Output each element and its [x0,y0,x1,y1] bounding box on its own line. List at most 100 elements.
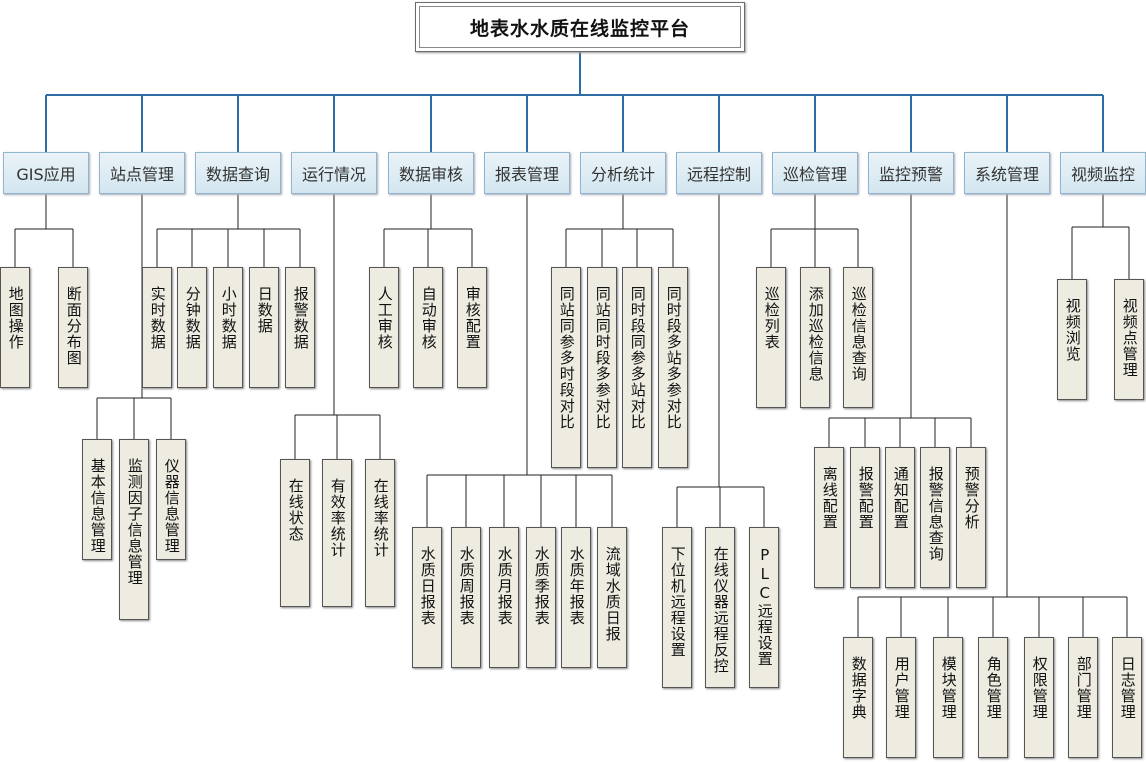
leaf-label: 有效率统计 [328,478,347,558]
leaf-box: 同时段多站多参对比 [658,267,688,468]
category-box: 系统管理 [964,152,1050,194]
leaf-box: 同站同时段多参对比 [587,267,617,468]
leaf-label: 水质周报表 [457,546,476,626]
leaf-box: 预警分析 [956,447,986,588]
leaf-label: 同时段同参多站对比 [628,286,647,430]
leaf-box: 断面分布图 [58,267,88,388]
leaf-box: 水质月报表 [489,527,519,668]
leaf-label: 同时段多站多参对比 [664,286,683,430]
leaf-label: 添加巡检信息 [806,286,825,382]
leaf-label: 权限管理 [1030,656,1049,720]
leaf-label: 模块管理 [939,656,958,720]
leaf-box: 流域水质日报 [597,527,627,668]
leaf-label: PLC远程设置 [755,546,774,667]
leaf-label: 在线状态 [286,478,305,542]
leaf-label: 在线率统计 [371,478,390,558]
leaf-box: 分钟数据 [177,267,207,388]
leaf-box: 权限管理 [1024,637,1054,758]
leaf-box: 基本信息管理 [82,439,112,560]
leaf-label: 分钟数据 [183,286,202,350]
category-box: 分析统计 [580,152,666,194]
leaf-label: 流域水质日报 [603,546,622,642]
leaf-label: 离线配置 [820,466,839,530]
leaf-label: 视频点管理 [1120,298,1139,378]
leaf-box: 角色管理 [978,637,1008,758]
leaf-box: 巡检信息查询 [843,267,873,408]
category-box: 数据审核 [388,152,474,194]
leaf-box: 地图操作 [0,267,30,388]
leaf-box: 日志管理 [1112,637,1142,758]
leaf-box: 报警配置 [850,447,880,588]
category-box: 站点管理 [99,152,185,194]
leaf-label: 仪器信息管理 [162,458,181,554]
leaf-label: 下位机远程设置 [668,546,687,658]
leaf-box: 在线率统计 [365,459,395,607]
leaf-label: 自动审核 [419,286,438,350]
leaf-box: 在线状态 [280,459,310,607]
leaf-label: 水质日报表 [418,546,437,626]
leaf-box: 用户管理 [886,637,916,758]
leaf-box: 水质周报表 [451,527,481,668]
leaf-label: 巡检信息查询 [849,286,868,382]
category-box: 监控预警 [868,152,954,194]
leaf-label: 人工审核 [375,286,394,350]
category-box: 报表管理 [484,152,570,194]
leaf-box: 人工审核 [369,267,399,388]
leaf-box: 添加巡检信息 [800,267,830,408]
leaf-label: 同站同参多时段对比 [557,286,576,430]
leaf-box: 在线仪器远程反控 [705,527,735,688]
leaf-label: 断面分布图 [64,286,83,366]
leaf-box: 巡检列表 [756,267,786,408]
leaf-label: 日志管理 [1118,656,1137,720]
leaf-box: 有效率统计 [322,459,352,607]
leaf-label: 小时数据 [219,286,238,350]
leaf-label: 在线仪器远程反控 [711,546,730,674]
root-title: 地表水水质在线监控平台 [415,2,745,52]
leaf-label: 监测因子信息管理 [125,458,144,586]
leaf-label: 基本信息管理 [88,458,107,554]
leaf-box: 部门管理 [1068,637,1098,758]
leaf-box: 水质季报表 [526,527,556,668]
category-box: 远程控制 [676,152,762,194]
category-box: 数据查询 [195,152,281,194]
leaf-label: 报警数据 [291,286,310,350]
leaf-box: 监测因子信息管理 [119,439,149,620]
leaf-label: 水质季报表 [532,546,551,626]
category-box: GIS应用 [3,152,89,194]
leaf-label: 视频浏览 [1063,298,1082,362]
leaf-label: 预警分析 [962,466,981,530]
leaf-box: 实时数据 [142,267,172,388]
leaf-box: 视频浏览 [1057,279,1087,400]
leaf-label: 地图操作 [6,286,25,350]
leaf-label: 用户管理 [892,656,911,720]
leaf-box: 视频点管理 [1114,279,1144,400]
leaf-label: 通知配置 [891,466,910,530]
leaf-label: 日数据 [255,286,274,334]
leaf-box: 审核配置 [457,267,487,388]
leaf-box: 日数据 [249,267,279,388]
leaf-box: 同站同参多时段对比 [551,267,581,468]
leaf-box: 自动审核 [413,267,443,388]
leaf-label: 水质年报表 [567,546,586,626]
leaf-box: 通知配置 [885,447,915,588]
leaf-box: 水质年报表 [561,527,591,668]
leaf-label: 巡检列表 [762,286,781,350]
leaf-box: 同时段同参多站对比 [622,267,652,468]
leaf-label: 同站同时段多参对比 [593,286,612,430]
leaf-box: PLC远程设置 [749,527,779,688]
leaf-box: 水质日报表 [412,527,442,668]
leaf-label: 部门管理 [1074,656,1093,720]
leaf-box: 离线配置 [814,447,844,588]
leaf-box: 下位机远程设置 [662,527,692,688]
category-box: 视频监控 [1060,152,1146,194]
leaf-box: 数据字典 [843,637,873,758]
leaf-label: 报警配置 [856,466,875,530]
leaf-label: 审核配置 [463,286,482,350]
leaf-label: 角色管理 [984,656,1003,720]
leaf-label: 数据字典 [849,656,868,720]
leaf-box: 报警数据 [285,267,315,388]
leaf-label: 水质月报表 [495,546,514,626]
leaf-box: 报警信息查询 [920,447,950,588]
leaf-box: 模块管理 [933,637,963,758]
